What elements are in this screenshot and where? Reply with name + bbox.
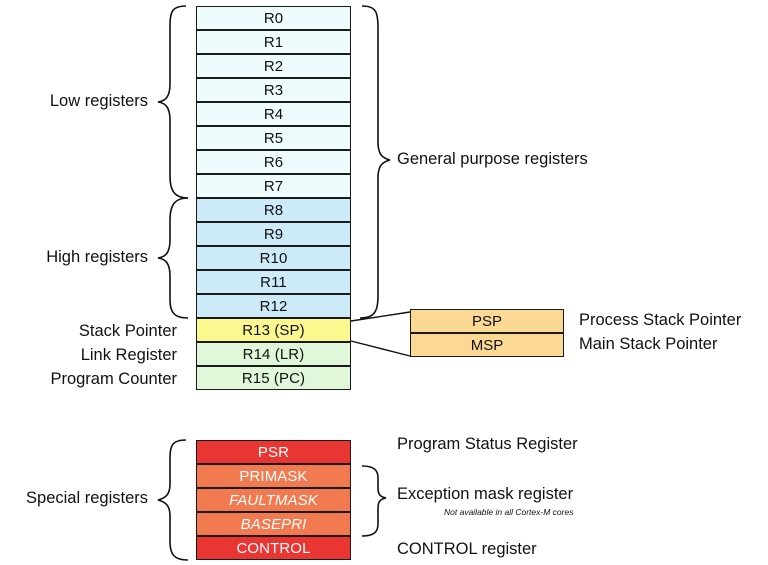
register-r15-pc: R15 (PC) (196, 366, 351, 390)
register-r1: R1 (196, 30, 351, 54)
register-r6: R6 (196, 150, 351, 174)
exception-mask-note: Not available in all Cortex-M cores (444, 507, 574, 517)
low-registers-label: Low registers (49, 92, 148, 110)
control-register-label: CONTROL register (397, 540, 537, 558)
register-r2: R2 (196, 54, 351, 78)
register-r5: R5 (196, 126, 351, 150)
register-primask: PRIMASK (196, 464, 351, 488)
register-basepri: BASEPRI (196, 512, 351, 536)
sp-to-msp-connector (350, 340, 411, 357)
register-r11: R11 (196, 270, 351, 294)
register-r8: R8 (196, 198, 351, 222)
register-r12: R12 (196, 294, 351, 318)
register-r7: R7 (196, 174, 351, 198)
psp-description: Process Stack Pointer (579, 311, 742, 329)
special-registers-label: Special registers (26, 489, 148, 507)
link-register-label: Link Register (80, 346, 177, 364)
register-r10: R10 (196, 246, 351, 270)
msp-description: Main Stack Pointer (579, 335, 718, 353)
psp-box: PSP (410, 309, 564, 333)
sp-to-psp-connector (350, 311, 411, 322)
high-registers-brace-icon (157, 197, 189, 319)
general-purpose-brace-icon (359, 5, 391, 319)
register-r4: R4 (196, 102, 351, 126)
register-r9: R9 (196, 222, 351, 246)
register-r3: R3 (196, 78, 351, 102)
program-status-register-label: Program Status Register (397, 435, 578, 453)
register-r13-sp: R13 (SP) (196, 318, 351, 342)
register-r14-lr: R14 (LR) (196, 342, 351, 366)
program-counter-label: Program Counter (50, 370, 177, 388)
register-psr: PSR (196, 440, 351, 464)
register-faultmask: FAULTMASK (196, 488, 351, 512)
register-control: CONTROL (196, 536, 351, 560)
special-registers-brace-icon (157, 439, 189, 561)
exception-mask-register-label: Exception mask register (397, 485, 574, 503)
register-r0: R0 (196, 6, 351, 30)
msp-box: MSP (410, 333, 564, 357)
high-registers-label: High registers (46, 248, 148, 266)
stack-pointer-label: Stack Pointer (78, 322, 177, 340)
low-registers-brace-icon (157, 5, 189, 199)
exception-mask-brace-icon (361, 465, 387, 537)
general-purpose-label: General purpose registers (397, 150, 588, 168)
